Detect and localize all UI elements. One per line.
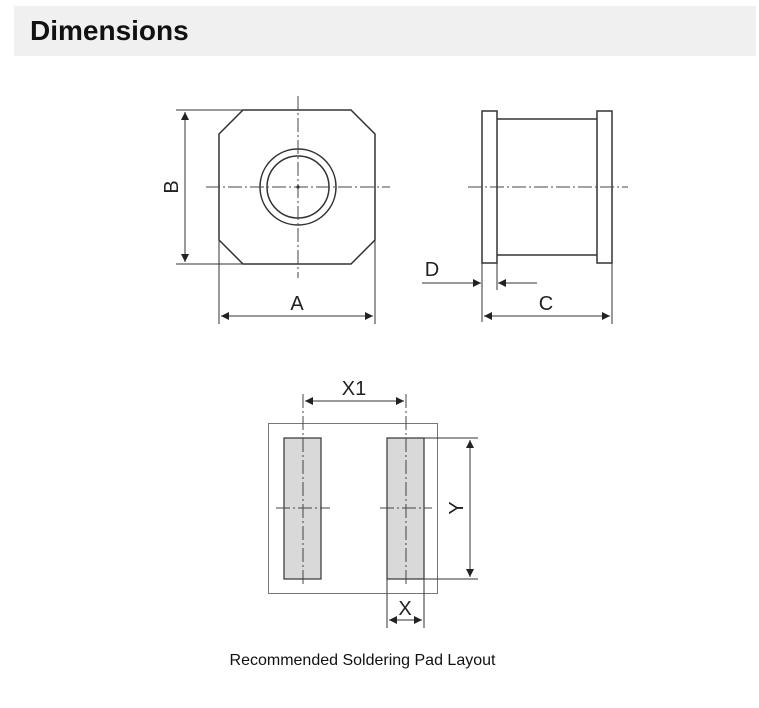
top-view: B A: [161, 96, 390, 324]
side-view: D C: [422, 110, 628, 324]
footprint-outline: [268, 423, 438, 594]
dim-b-label: B: [161, 180, 183, 193]
dim-c-label: C: [539, 293, 553, 315]
pad-layout-caption: Recommended Soldering Pad Layout: [229, 652, 496, 669]
dim-d-label: D: [425, 259, 439, 281]
pad-layout: X1 Y X: [268, 378, 478, 628]
dim-x-label: X: [398, 598, 411, 620]
top-view-outline: [218, 109, 376, 265]
center-point: [296, 185, 300, 189]
section-title: Dimensions: [30, 15, 189, 46]
dim-a-label: A: [290, 293, 304, 315]
dim-y-label: Y: [446, 501, 468, 514]
dim-x1-label: X1: [342, 378, 366, 400]
section-header: Dimensions: [14, 6, 756, 56]
